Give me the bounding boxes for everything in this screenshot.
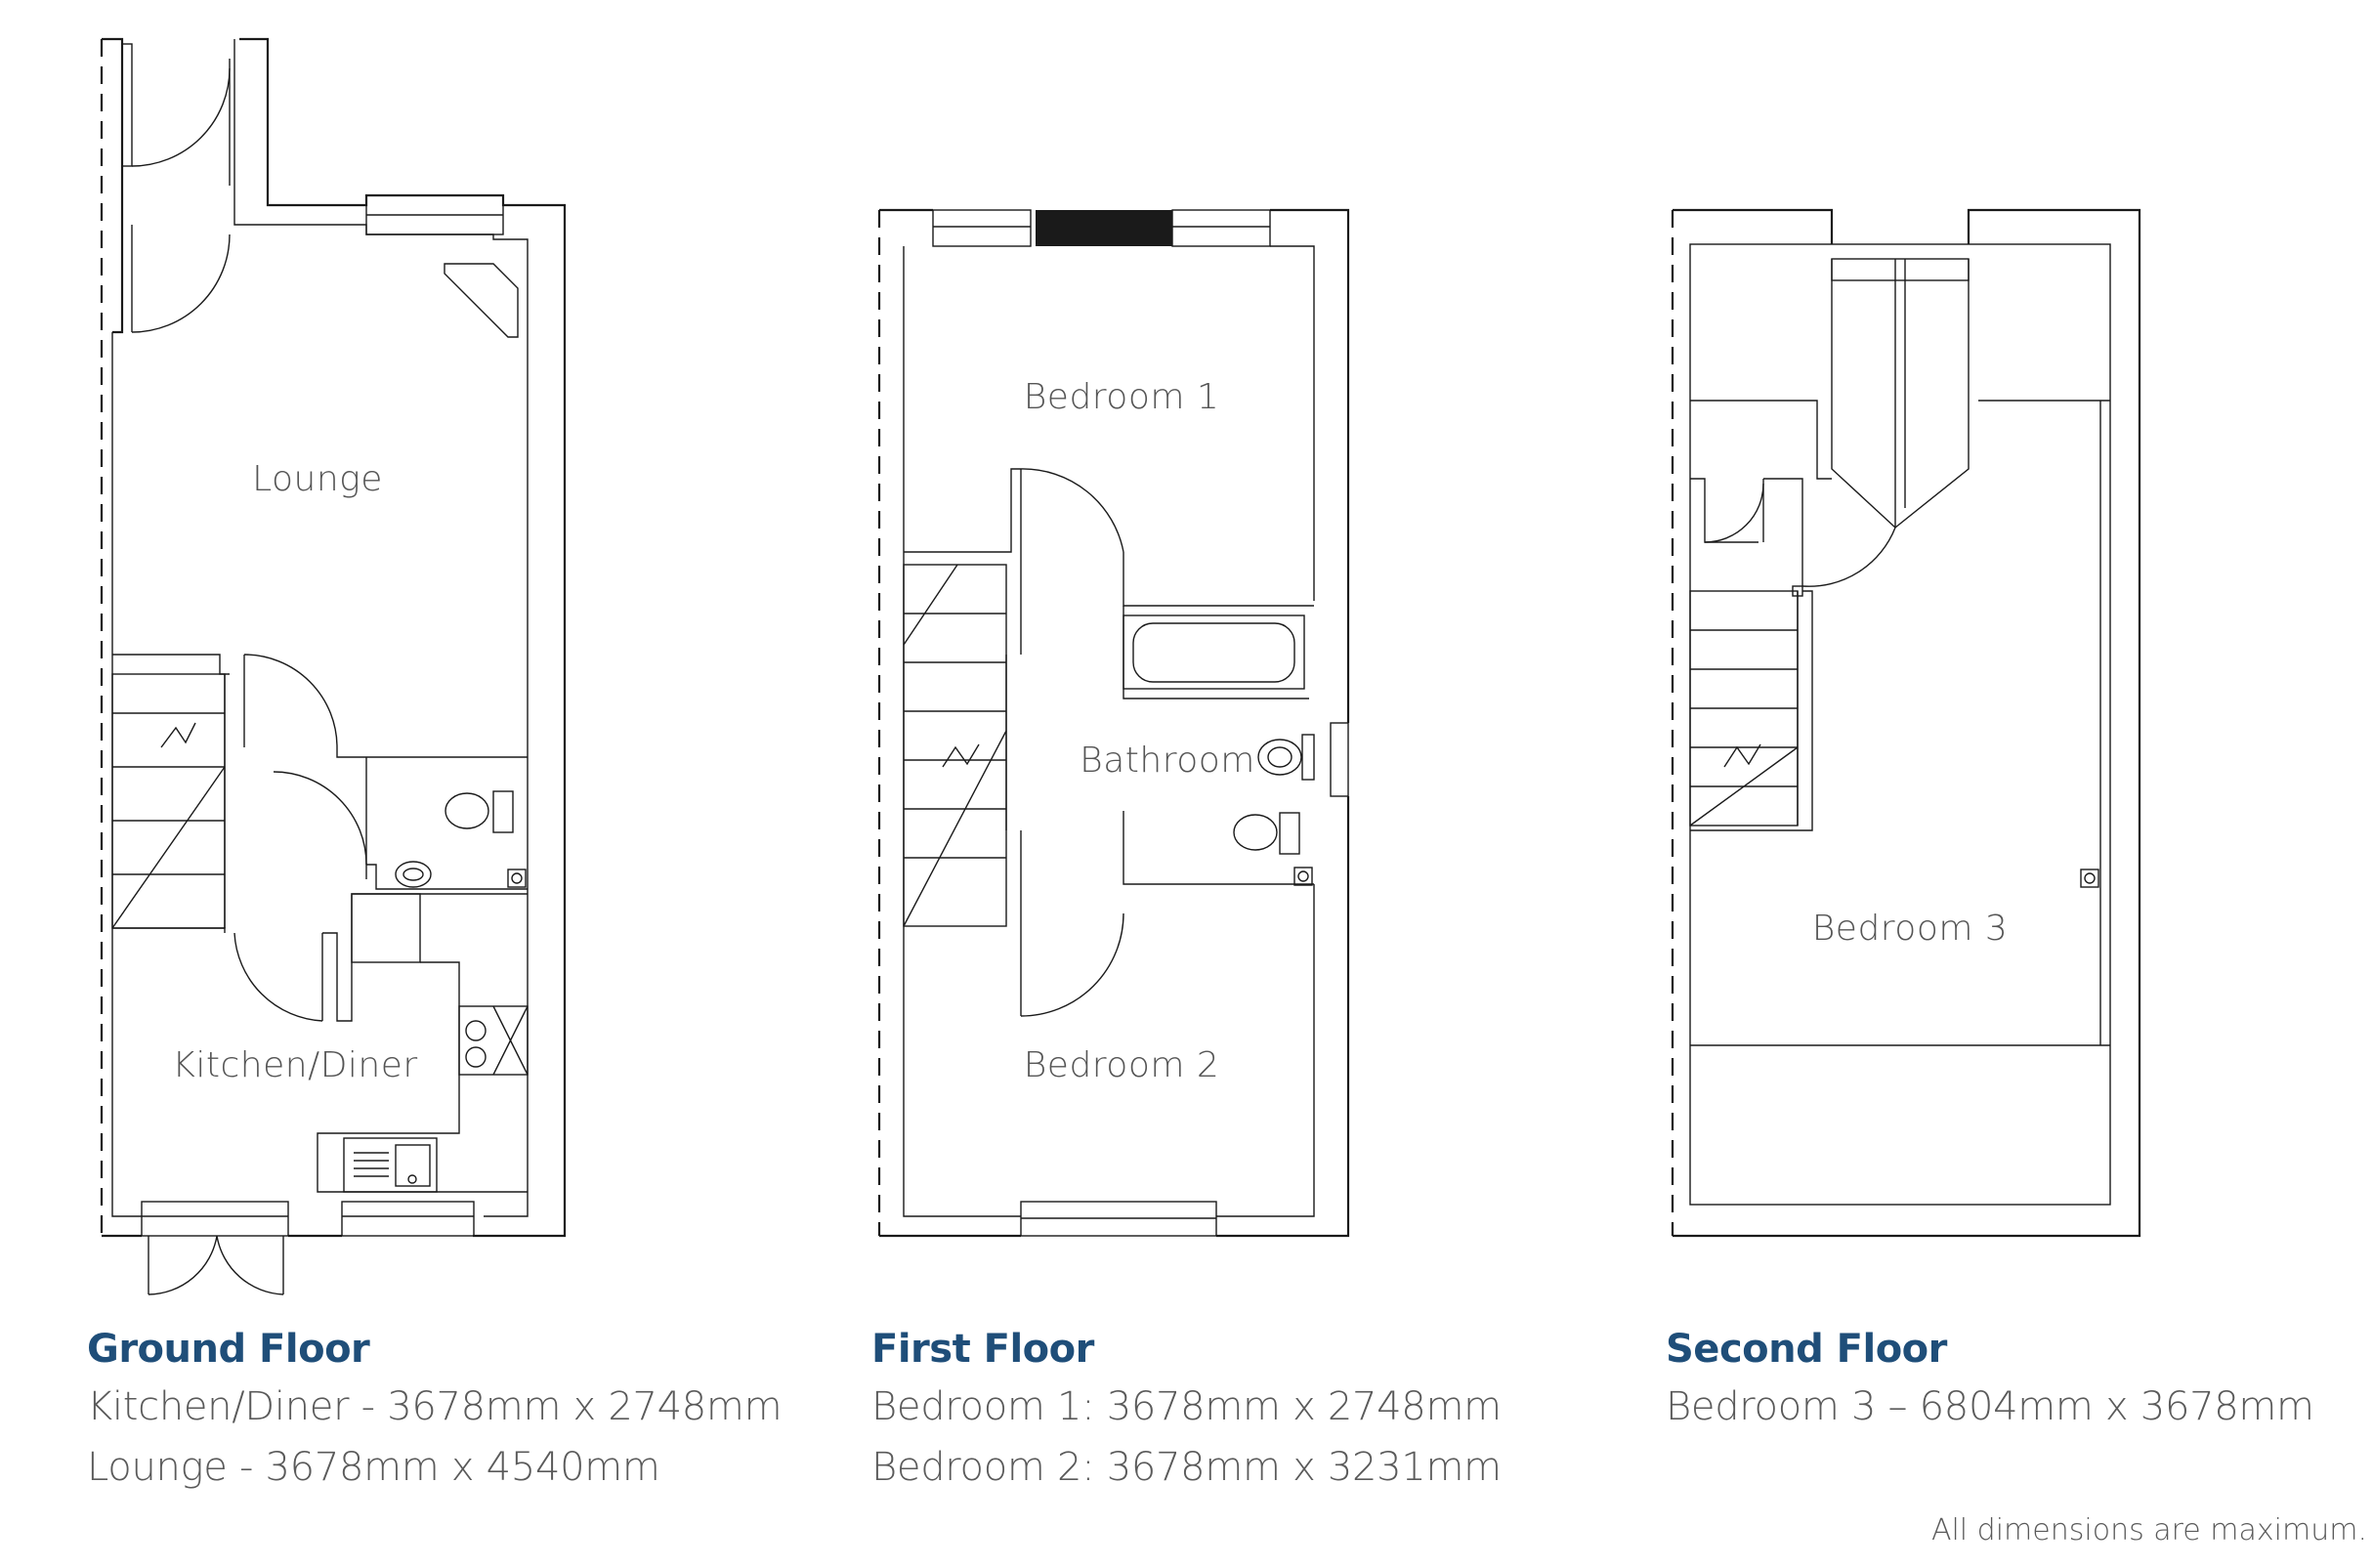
bedroom1-window-right xyxy=(1171,209,1271,247)
bathroom-toilet xyxy=(1233,812,1300,855)
outer-wall-right-lower xyxy=(1216,796,1350,1238)
room-label-lounge: Lounge xyxy=(252,459,383,499)
floor-title: Second Floor xyxy=(1666,1327,1947,1372)
porch-frame xyxy=(121,43,133,167)
kitchen-top-wall-left xyxy=(112,927,226,933)
inner-wall-left xyxy=(903,246,1021,1217)
inner-wall-right xyxy=(233,39,529,1217)
dormer-window xyxy=(1831,258,1970,529)
patio-door-frame xyxy=(141,1201,289,1237)
bedroom1-bottom-left xyxy=(904,468,1021,553)
dimension-line: Bedroom 2: 3678mm x 3231mm xyxy=(871,1445,1502,1490)
toilet xyxy=(445,790,514,833)
wc-bottom-wall xyxy=(366,864,528,890)
floor-title: Ground Floor xyxy=(87,1327,370,1372)
kitchen-window xyxy=(341,1201,475,1237)
kitchen-unit xyxy=(351,893,421,963)
room-label-bedroom1: Bedroom 1 xyxy=(1024,377,1220,417)
bedroom1-door-swing xyxy=(1020,468,1124,553)
room-label-bathroom: Bathroom xyxy=(1080,741,1255,781)
cupboard-door-swing xyxy=(1704,483,1764,543)
boiler-icon xyxy=(2084,872,2096,884)
second-floor-stairs xyxy=(1689,585,1813,831)
room-label-kitchen-diner: Kitchen/Diner xyxy=(172,1045,417,1085)
eaves-left xyxy=(1690,400,1832,480)
front-door-swing xyxy=(131,233,231,333)
outer-wall-top-left xyxy=(1673,208,1834,244)
fireplace xyxy=(444,263,519,338)
bathroom-wall-top xyxy=(1123,606,1309,699)
boiler-box xyxy=(1293,867,1313,886)
ground-floor-caption: Ground Floor Kitchen/Diner - 3678mm x 27… xyxy=(87,1322,888,1498)
second-floor-caption: Second Floor Bedroom 3 – 6804mm x 3678mm xyxy=(1666,1322,2373,1437)
outer-wall-right xyxy=(1673,208,2141,1238)
kitchen-door-swing xyxy=(233,932,323,1022)
bedroom1-bottom-right xyxy=(1123,552,1314,607)
boiler-box xyxy=(507,869,527,888)
inner-wall-left xyxy=(111,332,142,1217)
first-floor-caption: First Floor Bedroom 1: 3678mm x 2748mm B… xyxy=(871,1322,1673,1498)
wc-door-swing xyxy=(273,771,367,866)
inner-wall-right-top xyxy=(1270,245,1315,601)
inner-wall-right-bottom xyxy=(1216,884,1315,1217)
dimension-line: Kitchen/Diner - 3678mm x 2748mm xyxy=(87,1384,783,1429)
bedroom3-door-swing xyxy=(1801,527,1896,587)
hall-partition xyxy=(112,654,230,675)
cupboard-wall xyxy=(1690,478,1759,543)
basin xyxy=(395,861,432,888)
hob xyxy=(458,1005,529,1076)
second-floor-plan: Bedroom 3 xyxy=(1671,208,2141,1238)
first-floor-stairs xyxy=(903,564,1007,927)
patio-door-swing-left xyxy=(148,1235,218,1295)
bathtub xyxy=(1123,614,1305,690)
ground-floor-plan: Lounge Kitchen/Diner xyxy=(100,37,567,1295)
cupboard-wall-right xyxy=(1763,478,1803,503)
porch-wall-left xyxy=(102,37,124,334)
kitchen-sink xyxy=(343,1137,438,1193)
bathroom-wall-bottom xyxy=(1123,811,1314,885)
bedroom1-window-left xyxy=(932,209,1032,247)
ground-stairs xyxy=(111,673,226,929)
boiler-icon xyxy=(1297,870,1309,882)
kitchen-top-wall-right xyxy=(322,893,528,1022)
porch-door-swing xyxy=(131,67,231,167)
first-floor-plan: Bedroom 1 Bathroom Bedroom 2 xyxy=(877,208,1350,1238)
dimension-line: Bedroom 3 – 6804mm x 3678mm xyxy=(1666,1384,2314,1429)
dimension-line: Bedroom 1: 3678mm x 2748mm xyxy=(871,1384,1502,1429)
floor-title: First Floor xyxy=(871,1327,1094,1372)
boiler-box xyxy=(2080,869,2099,888)
room-label-bedroom3: Bedroom 3 xyxy=(1812,909,2009,949)
wc-top-wall xyxy=(336,747,528,758)
inner-wall xyxy=(1689,243,2111,1206)
patio-door-swing-right xyxy=(216,1235,284,1295)
outer-wall-top-right xyxy=(1270,208,1350,723)
bathroom-basin xyxy=(1257,734,1315,781)
boiler-icon xyxy=(511,872,523,884)
hall-door-swing xyxy=(243,654,338,748)
window-mullion xyxy=(1036,210,1172,246)
bedroom2-door-swing xyxy=(1020,912,1124,1017)
bathroom-window xyxy=(1330,722,1349,797)
dimension-line: Lounge - 3678mm x 4540mm xyxy=(87,1445,660,1490)
room-label-bedroom2: Bedroom 2 xyxy=(1024,1045,1220,1085)
dimensions-footnote: All dimensions are maximum. xyxy=(1930,1513,2367,1547)
